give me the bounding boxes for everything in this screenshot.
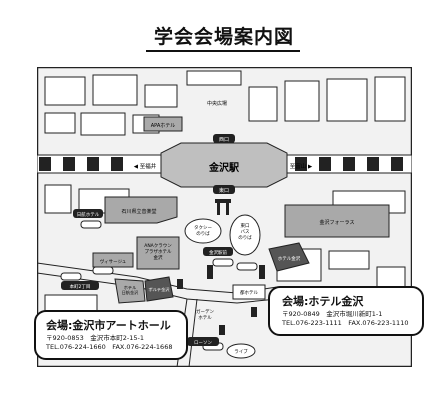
art-hall-venue-name: 会場:金沢市アートホール bbox=[46, 319, 171, 332]
station-label: 金沢駅 bbox=[208, 161, 240, 174]
porte-kanazawa: ポルテ金沢 bbox=[144, 276, 174, 302]
tsuzumi-gate bbox=[215, 199, 231, 215]
hotel-kanazawa-bldg-label: ホテル金沢 bbox=[278, 255, 301, 262]
apa-hotel: APAホテル bbox=[143, 116, 183, 132]
viasaju: ヴィサージュ bbox=[92, 252, 134, 268]
art-hall-venue-tel: TEL.076-224-1660 FAX.076-224-1668 bbox=[46, 343, 173, 351]
honmachi-label: 本町2丁目 bbox=[70, 283, 91, 290]
kanazawa-station-mae-stop: 金沢駅前 bbox=[203, 247, 233, 256]
hotel-nikko-label: ホテル日航金沢 bbox=[122, 285, 140, 296]
bus-stop-markers bbox=[60, 220, 258, 351]
east-exit: 東口 bbox=[213, 185, 235, 194]
hotel-venue-name: 会場:ホテル金沢 bbox=[282, 295, 364, 308]
nikko-hotel-west-label: 日航ホテル bbox=[77, 211, 100, 218]
honmachi-stop: 本町2丁目 bbox=[61, 281, 99, 290]
life-marker: ライブ bbox=[226, 343, 256, 359]
music-hall-label: 石川県立音楽堂 bbox=[121, 208, 156, 215]
hotel-kanazawa-callout: 会場:ホテル金沢 〒920-0849 金沢市堀川新町1-1 TEL.076-22… bbox=[268, 286, 424, 336]
east-exit-label: 東口 bbox=[219, 187, 229, 194]
title-underline bbox=[146, 50, 300, 52]
taxi-label: タクシーのりば bbox=[194, 224, 212, 237]
hotel-nikko-kanazawa: ホテル日航金沢 bbox=[114, 278, 146, 304]
forus-label: 金沢フォーラス bbox=[320, 219, 355, 226]
bus-terminal: 東口バスのりば bbox=[229, 214, 261, 256]
kanazawa-station: 金沢駅 bbox=[160, 142, 288, 188]
life-label: ライブ bbox=[234, 348, 248, 355]
art-hall-venue-address: 〒920-0853 金沢市本町2-15-1 bbox=[46, 334, 145, 342]
west-exit-label: 西口 bbox=[219, 137, 229, 143]
hotel-venue-tel: TEL.076-223-1111 FAX.076-223-1110 bbox=[282, 319, 409, 327]
to-toyama-label: 至富山 ▶ bbox=[290, 162, 313, 170]
miyako-hotel: 都ホテル bbox=[232, 284, 266, 300]
lawson-marker: ローソン bbox=[187, 337, 219, 346]
bus-label: 東口バスのりば bbox=[238, 222, 252, 241]
garden-hotel-label: ガーデンホテル bbox=[196, 308, 214, 321]
art-hall-callout: 会場:金沢市アートホール 〒920-0853 金沢市本町2-15-1 TEL.0… bbox=[34, 310, 188, 360]
lawson-label: ローソン bbox=[194, 340, 212, 346]
page-title: 学会会場案内図 bbox=[153, 26, 294, 48]
apa-hotel-label: APAホテル bbox=[151, 123, 176, 129]
kanazawa-forus: 金沢フォーラス bbox=[284, 204, 390, 238]
station-mae-label: 金沢駅前 bbox=[209, 249, 227, 256]
taxi-stand: タクシーのりば bbox=[184, 218, 222, 244]
ana-crowne-label: ANAクラウンプラザホテル金沢 bbox=[144, 242, 172, 261]
hotel-venue-address: 〒920-0849 金沢市堀川新町1-1 bbox=[282, 310, 383, 318]
ana-crowne-plaza: ANAクラウンプラザホテル金沢 bbox=[136, 236, 180, 270]
traffic-markers bbox=[177, 265, 265, 335]
west-exit: 西口 bbox=[213, 134, 235, 143]
ishikawa-music-hall: 石川県立音楽堂 bbox=[104, 196, 178, 224]
plaza-label: 中央広場 bbox=[207, 100, 227, 107]
hotel-kanazawa-building: ホテル金沢 bbox=[268, 242, 310, 272]
miyako-hotel-label: 都ホテル bbox=[240, 290, 258, 296]
porte-label: ポルテ金沢 bbox=[149, 286, 171, 293]
nikko-hotel-west: 日航ホテル bbox=[73, 209, 103, 218]
to-fukui-label: ◀ 至福井 bbox=[134, 162, 157, 170]
viasaju-label: ヴィサージュ bbox=[100, 258, 127, 265]
